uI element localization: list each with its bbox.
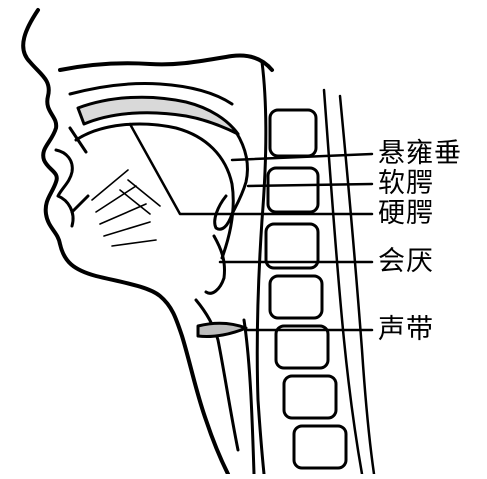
nasal-roof (60, 56, 272, 70)
label-vocal-cords: 声带 (378, 315, 434, 345)
vertebra (294, 426, 346, 468)
label-soft-palate: 软腭 (378, 169, 434, 199)
vertebra (270, 276, 322, 318)
label-uvula: 悬雍垂 (378, 139, 462, 169)
lips (56, 150, 73, 226)
leader-lines (130, 124, 372, 330)
epiglottis-shape (206, 236, 225, 293)
spinal-canal-back (340, 96, 374, 474)
vocal-cords-shape (198, 323, 246, 336)
leader-hard-palate (130, 124, 372, 214)
vertebra (270, 110, 316, 156)
esophagus (244, 320, 254, 474)
vertebra (284, 376, 336, 418)
vertebra (276, 326, 328, 368)
uvula-shape (215, 196, 232, 229)
label-hard-palate: 硬腭 (378, 199, 434, 229)
label-epiglottis: 会厌 (378, 247, 434, 277)
tongue-muscle-lines (92, 170, 160, 246)
tongue (76, 124, 233, 258)
pharynx-wall (257, 62, 266, 474)
vertebrae (266, 110, 346, 468)
face-profile (23, 10, 228, 474)
vertebra (268, 168, 318, 212)
